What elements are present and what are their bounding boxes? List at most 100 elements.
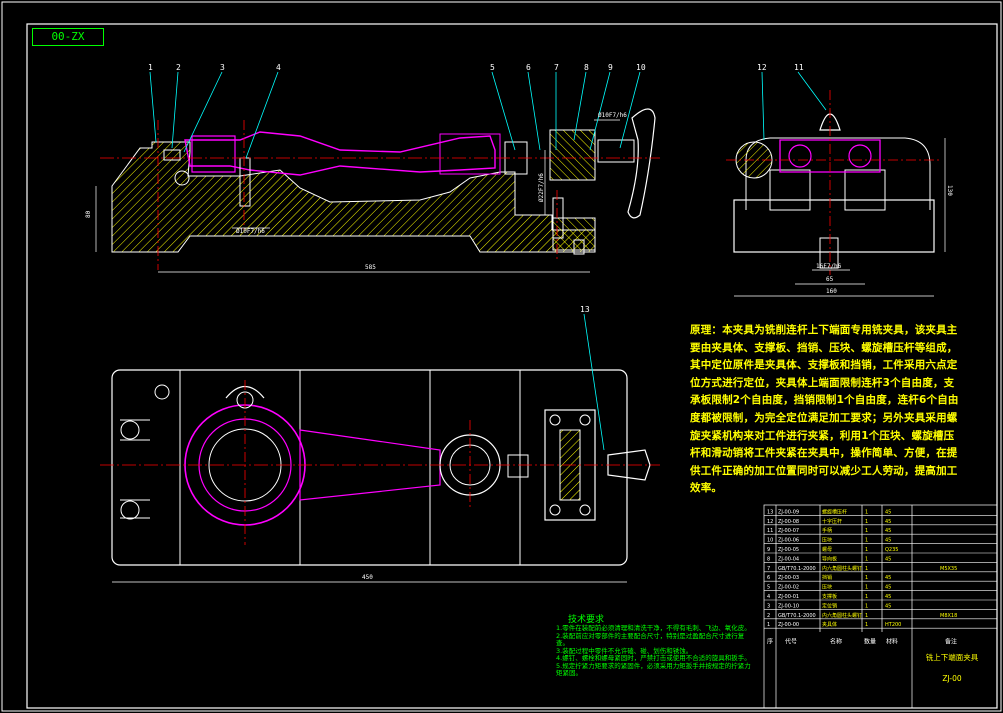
table-header-cell: 代号 [785,638,797,646]
table-cell-qty: 1 [865,547,868,553]
table-cell-name: 夹具体 [822,621,837,628]
table-cell-no: 4 [767,594,770,600]
drawing-code-tag: 00-ZX [32,28,104,46]
part-number-label: 8 [584,63,589,72]
part-number-label: 11 [794,63,804,72]
table-cell-qty: 1 [865,603,868,609]
table-cell-name: 内六角圆柱头螺钉 [822,565,862,572]
part-number-label: 7 [554,63,559,72]
table-cell-code: ZJ-00-02 [778,585,799,591]
table-header-cell: 材料 [886,638,898,646]
table-cell-name: 定位销 [822,602,837,609]
table-cell-code: ZJ-00-06 [778,538,799,544]
table-cell-no: 6 [767,575,770,581]
table-cell-code: ZJ-00-08 [778,519,799,525]
table-cell-qty: 1 [865,566,868,572]
part-number-label: 10 [636,63,646,72]
tech-item: 3.装配过程中零件不允许磕、碰、划伤和锈蚀。 [556,646,693,655]
table-cell-name: 压块 [822,537,832,544]
table-cell-qty: 1 [865,509,868,515]
table-cell-code: ZJ-00-09 [778,509,799,515]
table-cell-qty: 1 [865,519,868,525]
table-cell-note: M5X35 [940,566,957,572]
tech-requirements-title: 技术要求 [568,615,605,625]
table-cell-code: ZJ-00-04 [778,556,799,562]
part-number-label: 4 [276,63,281,72]
principle-note: 原理：本夹具为铣削连杆上下端面专用铣夹具，该夹具主要由夹具体、支撑板、挡销、压块… [690,324,959,495]
table-cell-code: ZJ-00-03 [778,575,799,581]
title-block-title: 铣上下端面夹具 [925,653,979,662]
inner-frame [26,23,998,709]
dim-side-width-b: 160 [826,288,837,295]
table-cell-no: 5 [767,585,770,591]
dim-bore-fit-3: Ø22F7/h6 [538,173,545,202]
dim-overall-length: 585 [365,264,376,271]
table-cell-name: 螺母 [822,546,832,553]
table-cell-name: 内六角圆柱头螺钉 [822,612,862,619]
table-cell-material: HT200 [885,622,901,628]
table-cell-material: Q235 [885,547,898,553]
table-cell-material: 45 [885,556,891,562]
table-cell-name: 手柄 [822,527,832,534]
table-cell-no: 7 [767,566,770,572]
plan-view [100,313,660,583]
part-number-label: 1 [148,63,153,72]
table-cell-code: ZJ-00-10 [778,603,799,609]
table-cell-name: 压块 [822,584,832,591]
dim-side-width-a: 65 [826,276,834,283]
title-block-code: ZJ-00 [942,674,962,683]
table-cell-name: 十字压杆 [822,518,842,525]
table-cell-no: 9 [767,547,770,553]
tech-item: 1.零件在装配前必须清理和清洗干净，不得有毛刺、飞边、氧化皮。 [556,624,751,632]
table-cell-qty: 1 [865,556,868,562]
table-cell-name: 挡销 [822,574,832,581]
table-cell-material: 45 [885,603,891,609]
table-cell-code: ZJ-00-07 [778,528,799,534]
table-cell-name: 螺旋槽压杆 [822,508,847,515]
table-cell-qty: 1 [865,585,868,591]
dim-bore-fit-2: Ø10F7/h6 [598,112,627,119]
table-cell-code: ZJ-00-01 [778,594,799,600]
dimension-texts: 585 80 Ø10F7/h6 Ø10F7/h6 Ø22F7/h6 130 65… [85,112,953,581]
table-cell-name: 导向板 [822,555,837,562]
part-number-label: 13 [580,305,590,314]
table-cell-material: 45 [885,594,891,600]
table-header-cell: 备注 [945,638,957,646]
table-cell-note: M8X18 [940,613,957,619]
dim-side-fit: 16F7/h6 [816,263,842,270]
table-cell-code: GB/T70.1-2000 [778,566,816,572]
dim-bore-fit-1: Ø10F7/h6 [236,228,265,235]
table-cell-name: 支撑板 [822,593,837,600]
tech-item: 4.螺钉、螺栓和螺母紧固时，严禁打击或使用不合适的旋具和扳手。 [556,654,751,662]
table-cell-code: ZJ-00-05 [778,547,799,553]
part-number-label: 6 [526,63,531,72]
table-cell-no: 3 [767,603,770,609]
tech-item: 5.规定拧紧力矩要求的紧固件，必须采用力矩扳手并按规定的拧紧力矩紧固。 [556,661,751,677]
table-header-cell: 序 [767,638,773,646]
table-cell-qty: 1 [865,622,868,628]
table-cell-no: 10 [767,538,773,544]
table-cell-qty: 1 [865,538,868,544]
dim-plan-length: 450 [362,574,373,581]
table-cell-material: 45 [885,575,891,581]
table-cell-no: 13 [767,509,773,515]
part-number-label: 5 [490,63,495,72]
table-cell-no: 8 [767,556,770,562]
table-cell-no: 2 [767,613,770,619]
table-cell-no: 12 [767,519,773,525]
parts-list-grid [763,504,998,709]
table-header-cell: 名称 [830,638,842,646]
side-view [726,71,946,297]
table-cell-code: GB/T70.1-2000 [778,613,816,619]
table-header-cell: 数量 [864,638,876,646]
table-cell-material: 45 [885,528,891,534]
front-view [95,71,660,273]
table-cell-material: 45 [885,538,891,544]
table-cell-no: 1 [767,622,770,628]
table-cell-qty: 1 [865,594,868,600]
table-cell-qty: 1 [865,528,868,534]
